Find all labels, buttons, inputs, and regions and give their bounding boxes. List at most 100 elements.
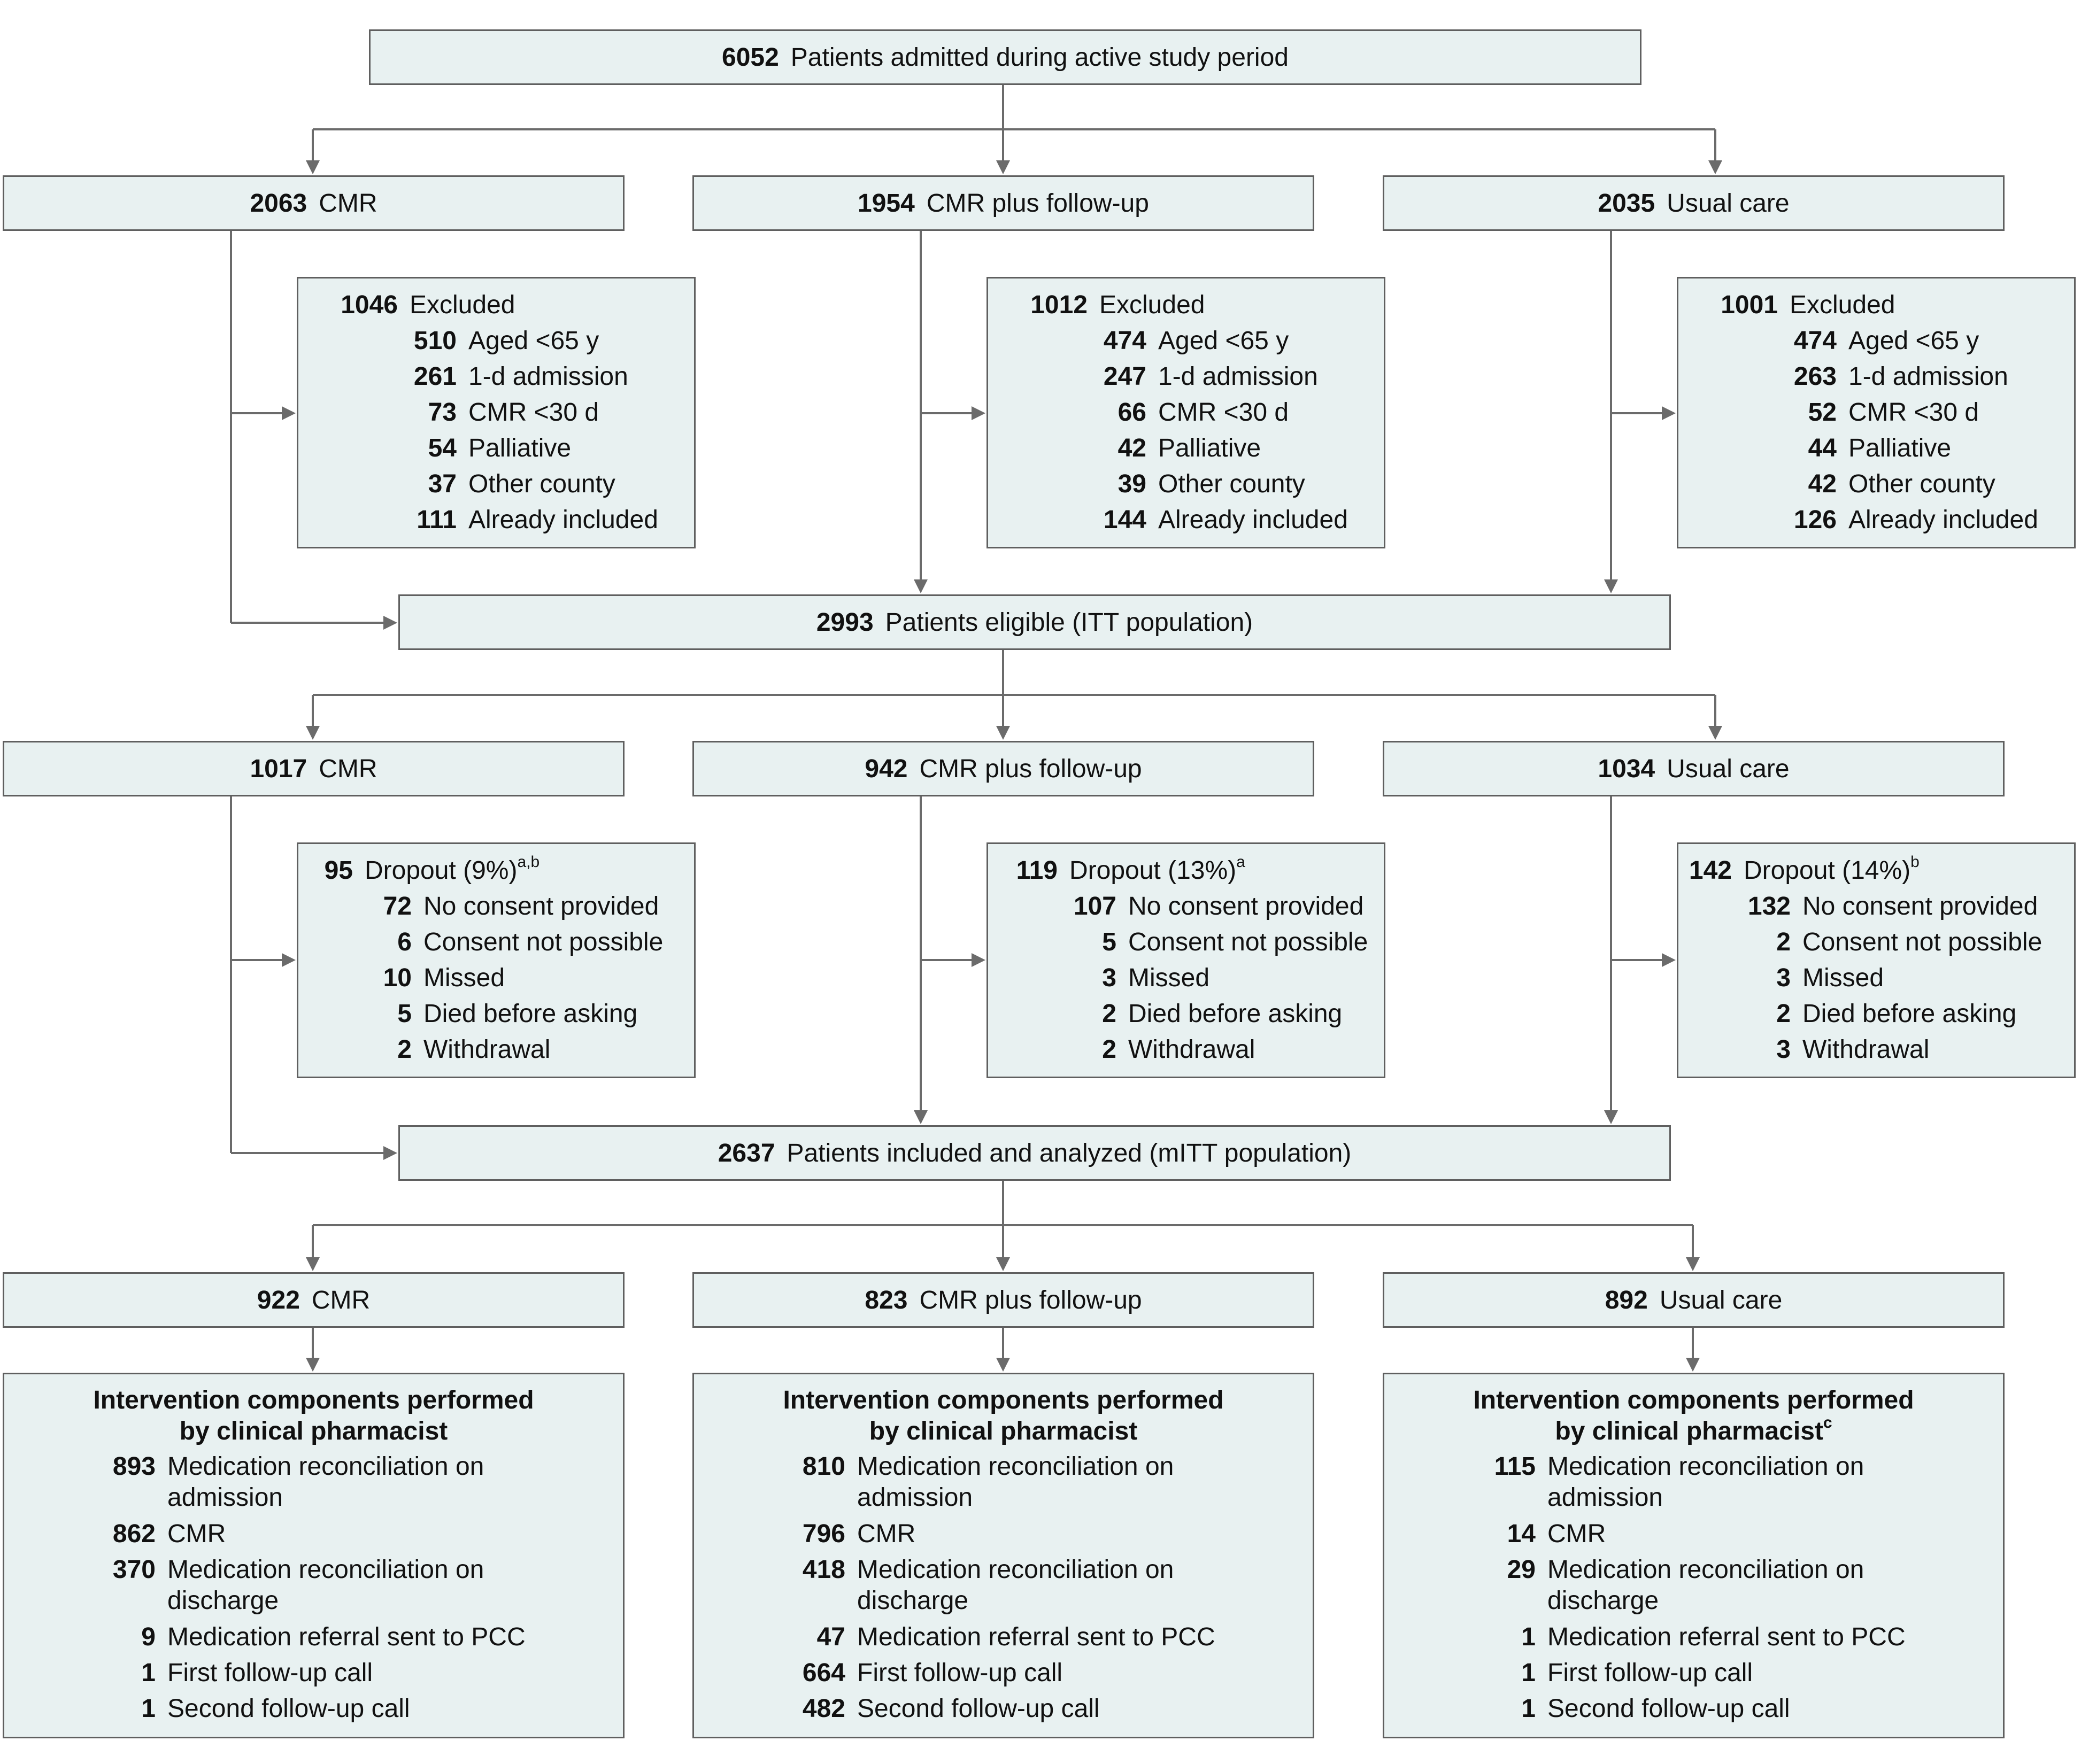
excluded-item-label: CMR <30 d [1158,398,1289,427]
intervention-count: 370 [112,1556,156,1584]
excluded-item-count: 37 [428,470,457,498]
dropout-item-label: Consent not possible [1128,928,1368,956]
intervention-count: 810 [802,1452,845,1481]
arrowhead-17 [1662,953,1676,967]
dropout-item-label: Missed [423,964,505,992]
eligible-label: Patients eligible (ITT population) [885,608,1253,637]
arrowhead-7 [1604,579,1618,593]
dropout-item-label: Missed [1128,964,1210,992]
dropout-item-label: No consent provided [423,892,659,920]
arrowhead-2 [1708,160,1722,174]
arm-label: CMR [311,1286,371,1314]
intervention-label: Second follow-up call [857,1695,1100,1723]
footnote-marker: c [1823,1414,1832,1432]
intervention-count: 1 [141,1695,156,1723]
excluded-item-count: 126 [1793,506,1837,534]
intervention-count: 893 [112,1452,156,1481]
intervention-count: 115 [1494,1452,1536,1481]
arm-count: 942 [865,754,908,783]
dropout-item-label: Withdrawal [1802,1035,1930,1064]
arrowhead-23 [1686,1358,1700,1372]
dropout-item-count: 132 [1747,892,1791,920]
arm-label: Usual care [1667,189,1790,218]
arrowhead-6 [972,406,985,420]
excluded-item-count: 44 [1808,434,1837,462]
arrowhead-4 [383,616,397,630]
excluded-item-label: CMR <30 d [1848,398,1979,427]
arm-count: 2063 [250,189,307,218]
intervention-title: Intervention components performed [93,1386,534,1414]
arm-count: 1017 [250,754,307,783]
excluded-item-label: Aged <65 y [1158,327,1289,355]
dropout-item-label: Died before asking [1128,1000,1343,1028]
arrowhead-13 [383,1146,397,1160]
arm-count: 922 [257,1286,300,1314]
arm-label: CMR plus follow-up [926,189,1149,218]
intervention-count: 796 [802,1520,845,1548]
excluded-heading: Excluded [1099,291,1205,319]
excluded-item-count: 261 [413,362,457,391]
dropout-item-label: Consent not possible [423,928,664,956]
intervention-count: 418 [802,1556,845,1584]
footnote-marker: a,b [517,853,540,871]
arm-label: CMR plus follow-up [919,1286,1142,1314]
intervention-label: Second follow-up call [1547,1695,1790,1723]
intervention-label: First follow-up call [167,1659,373,1687]
excluded-item-count: 144 [1103,506,1146,534]
arrowhead-12 [282,953,296,967]
arrowhead-5 [914,579,928,593]
arrowhead-19 [996,1257,1010,1271]
intervention-title: Intervention components performed [783,1386,1224,1414]
arrowhead-0 [306,160,320,174]
intervention-label: CMR [167,1520,226,1548]
dropout-heading: Dropout (13%) [1069,856,1237,885]
excluded-item-label: Other county [1848,470,1995,498]
intervention-count: 862 [112,1520,156,1548]
excluded-item-count: 54 [428,434,457,462]
intervention-box-usual-care: Intervention components performed by cli… [1383,1373,2005,1738]
excluded-item-label: 1-d admission [1848,362,2008,391]
dropout-item-label: Consent not possible [1802,928,2043,956]
dropout-item-count: 107 [1073,892,1116,920]
excluded-item-count: 247 [1103,362,1146,391]
dropout-item-count: 2 [1776,928,1791,956]
arrowhead-11 [1708,726,1722,740]
arrowhead-10 [996,726,1010,740]
excluded-item-label: Palliative [1158,434,1261,462]
excluded-item-label: Palliative [1848,434,1952,462]
dropout-item-label: Died before asking [423,1000,638,1028]
excluded-item-label: Other county [468,470,615,498]
dropout-item-count: 6 [397,928,412,956]
excluded-item-label: Already included [1158,506,1348,534]
excluded-item-label: Palliative [468,434,572,462]
intervention-subtitle: by clinical pharmacist [869,1417,1138,1445]
dropout-item-count: 5 [1102,928,1116,956]
arm-label: CMR plus follow-up [919,754,1142,783]
arm-count: 1034 [1598,754,1655,783]
excluded-item-count: 111 [417,506,457,534]
excluded-item-count: 42 [1117,434,1146,462]
eligible-count: 2993 [816,608,874,637]
dropout-item-label: No consent provided [1802,892,2038,920]
intervention-count: 1 [1521,1623,1536,1651]
intervention-label: First follow-up call [857,1659,1063,1687]
arrowhead-14 [914,1110,928,1124]
intervention-count: 14 [1507,1520,1536,1548]
excluded-item-count: 66 [1117,398,1146,427]
intervention-count: 482 [802,1695,845,1723]
dropout-item-label: Died before asking [1802,1000,2017,1028]
intervention-subtitle: by clinical pharmacist [1555,1417,1823,1445]
excluded-item-count: 263 [1793,362,1837,391]
intervention-count: 664 [802,1659,845,1687]
dropout-item-count: 3 [1776,1035,1791,1064]
intervention-title: Intervention components performed [1473,1386,1914,1414]
